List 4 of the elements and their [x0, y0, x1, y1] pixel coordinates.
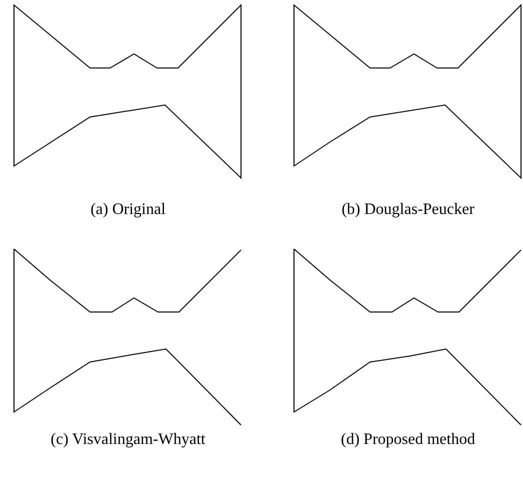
figure-caption: (a) Original — [90, 201, 166, 218]
figure-caption: (c) Visvalingam-Whyatt — [50, 431, 206, 448]
figure-caption: (d) Proposed method — [340, 431, 476, 448]
figure-caption: (b) Douglas-Peucker — [342, 201, 474, 218]
